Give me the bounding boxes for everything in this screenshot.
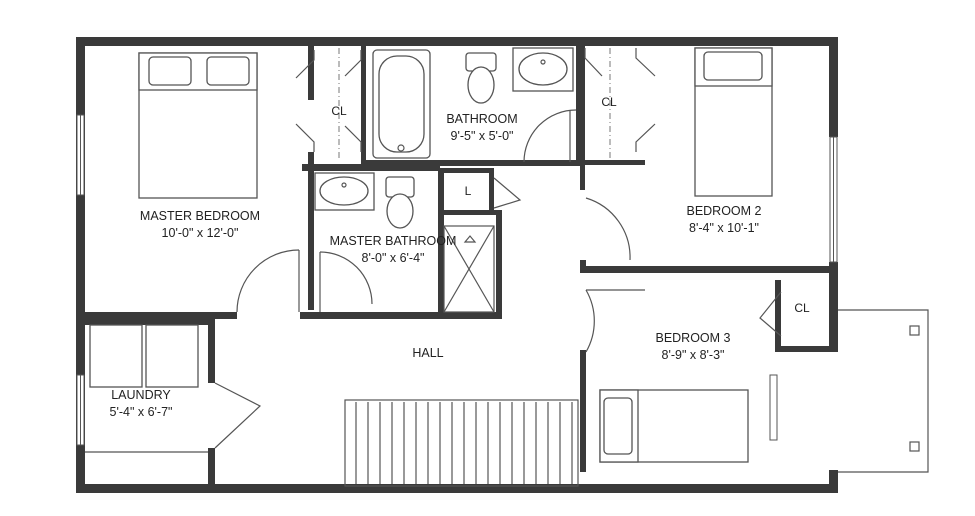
bedroom2-door: [585, 197, 631, 261]
bedroom3-door: [585, 289, 645, 353]
bedroom3-bed: [599, 389, 749, 463]
laundry-name: LAUNDRY: [111, 388, 171, 402]
bedroom2-name: BEDROOM 2: [686, 204, 761, 218]
hall-name: HALL: [412, 346, 443, 360]
master-bedroom-size: 10'-0" x 12'-0": [162, 226, 239, 240]
master-bedroom-door: [236, 249, 300, 313]
laundry-door: [214, 382, 262, 449]
bedroom3-closet-label: CL: [794, 301, 810, 315]
exterior-walls: [76, 37, 838, 493]
bedroom2-closet-label: CL: [601, 95, 617, 109]
linen-closet-label: L: [465, 184, 472, 198]
bedroom2-bed: [694, 47, 773, 197]
bathroom-name: BATHROOM: [446, 112, 517, 126]
master-bathroom-name: MASTER BATHROOM: [330, 234, 457, 248]
windows: [76, 114, 838, 446]
master-bedroom-name: MASTER BEDROOM: [140, 209, 260, 223]
stairs: [344, 399, 579, 487]
master-bathroom-fixtures: [314, 172, 495, 313]
master-closet-label: CL: [331, 104, 347, 118]
master-bed: [138, 52, 258, 199]
deck: [838, 309, 929, 473]
bedroom2-closet: CL: [584, 48, 656, 158]
master-closet: CL: [295, 48, 362, 158]
bedroom2-size: 8'-4" x 10'-1": [689, 221, 759, 235]
bathroom-size: 9'-5" x 5'-0": [451, 129, 514, 143]
laundry-appliances: [85, 324, 208, 453]
bedroom3-size: 8'-9" x 8'-3": [662, 348, 725, 362]
interior-walls: [85, 40, 835, 486]
room-labels: MASTER BEDROOM 10'-0" x 12'-0" BATHROOM …: [110, 112, 762, 419]
bedroom3-closet: CL: [759, 291, 810, 337]
linen-closet: L: [465, 177, 522, 209]
bathroom-fixtures: [372, 47, 577, 163]
laundry-size: 5'-4" x 6'-7": [110, 405, 173, 419]
master-bathroom-size: 8'-0" x 6'-4": [362, 251, 425, 265]
bedroom3-name: BEDROOM 3: [655, 331, 730, 345]
